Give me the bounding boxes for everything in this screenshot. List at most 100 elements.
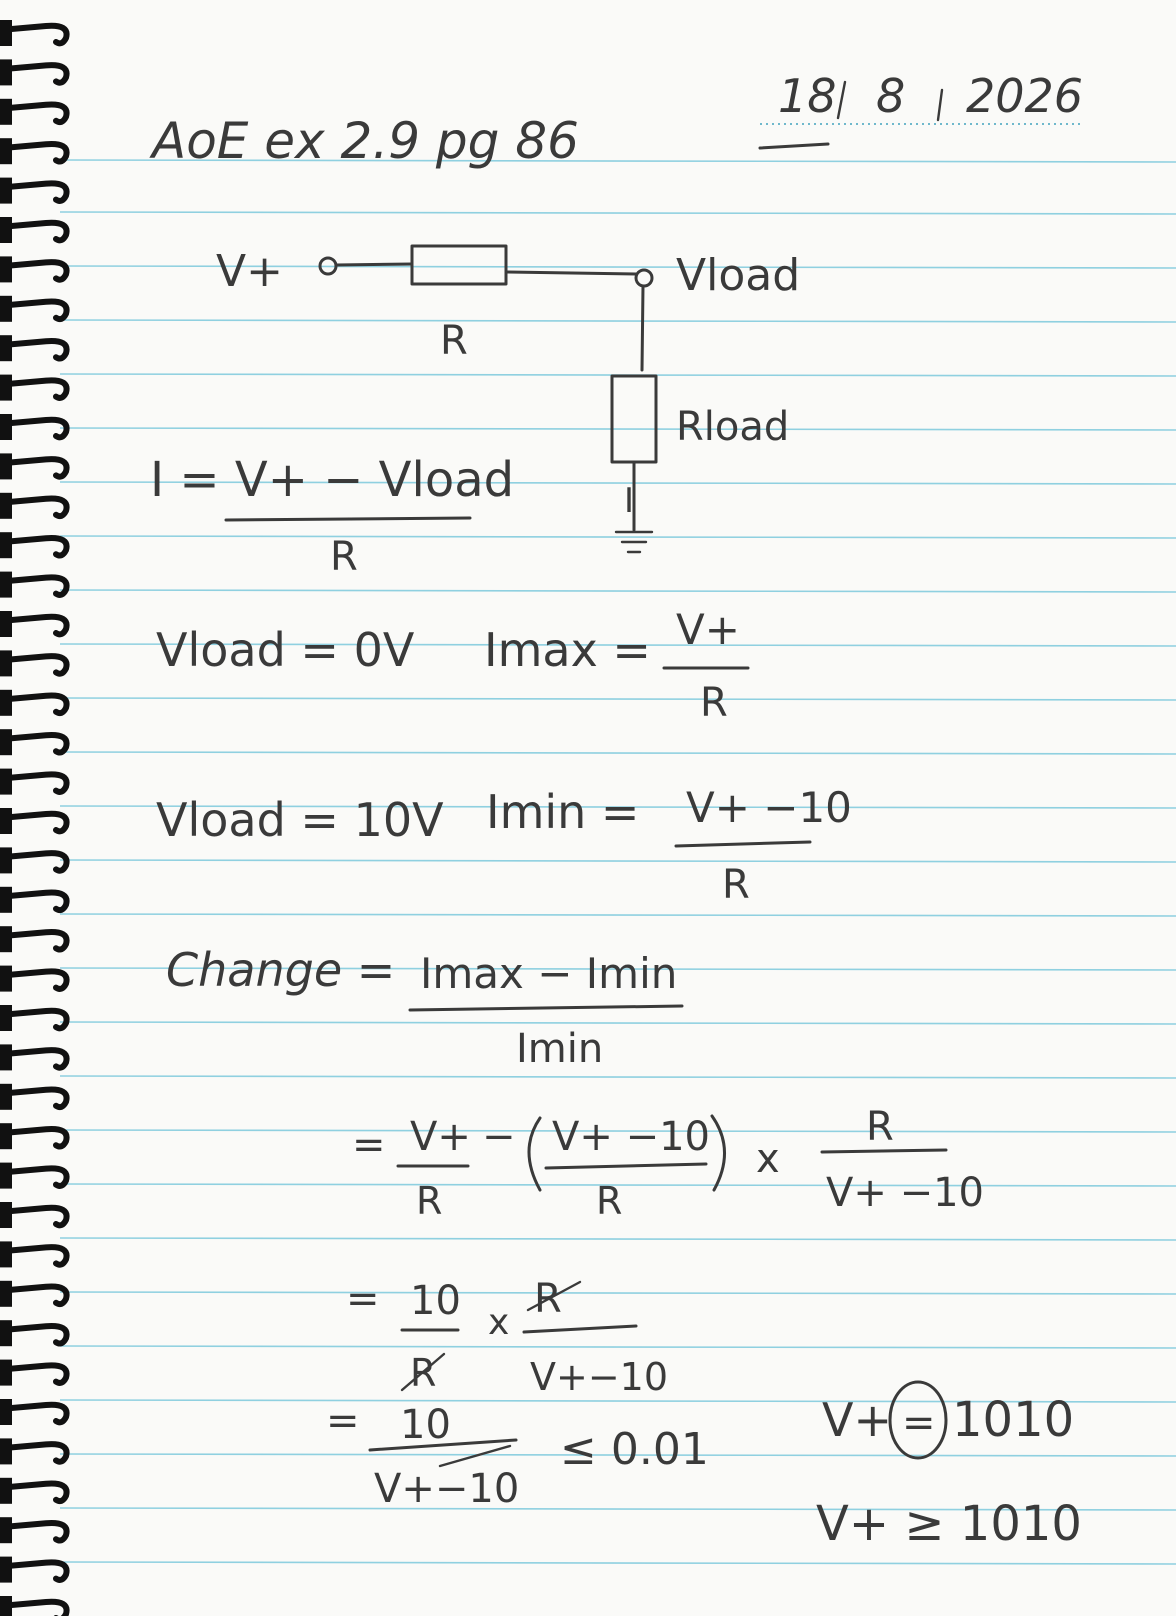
- spiral-coil: [0, 180, 70, 204]
- spiral-coil: [0, 456, 70, 480]
- spiral-coil-base: [0, 177, 12, 204]
- spiral-coil-base: [0, 689, 12, 716]
- eq5-t1-den: R: [416, 1179, 442, 1223]
- eq2-lhs: Vload = 0V: [156, 623, 415, 677]
- equation-step3: = 10 V+−10 ≤ 0.01: [326, 1398, 709, 1512]
- spiral-coil-base: [0, 1517, 12, 1544]
- page-title: AoE ex 2.9 pg 86: [149, 112, 579, 170]
- eq5-t3-den: V+ −10: [826, 1170, 984, 1216]
- result: V+ = 1010 V+ ≥ 1010: [816, 1380, 1082, 1552]
- equation-change: Change = Imax − Imin Imin: [166, 943, 684, 1072]
- spiral-coil-base: [0, 295, 12, 322]
- equation-imax: Vload = 0V Imax = V+ R: [156, 605, 750, 726]
- spiral-coil-base: [0, 374, 12, 401]
- date-year: 2026: [966, 69, 1083, 123]
- spiral-coil-base: [0, 532, 12, 559]
- eq4-den: Imin: [516, 1026, 603, 1072]
- eq5-t2-den: R: [596, 1179, 622, 1223]
- spiral-coil: [0, 416, 70, 441]
- resistor-r: [410, 244, 508, 286]
- eq4-num: Imax − Imin: [420, 949, 677, 998]
- spiral-coil: [0, 1244, 70, 1268]
- current-label: I: [624, 481, 634, 521]
- spiral-coil: [0, 298, 70, 323]
- equation-step2: = 10 R x R V+−10: [346, 1276, 668, 1399]
- spiral-coil: [0, 1047, 70, 1071]
- spiral-coil-base: [0, 650, 12, 677]
- spiral-coil: [0, 889, 70, 914]
- spiral-coil: [0, 495, 70, 520]
- eq3-name: Imin =: [486, 785, 639, 839]
- spiral-coil-base: [0, 1556, 12, 1583]
- spiral-coil: [0, 692, 70, 717]
- date-month: 8: [876, 69, 905, 123]
- spiral-coil-base: [0, 1202, 12, 1228]
- eq6-eq: =: [346, 1276, 380, 1322]
- spiral-coil: [0, 259, 70, 283]
- eq5-t1-num: V+: [410, 1114, 471, 1160]
- equation-current: I = V+ − Vload R: [150, 452, 514, 580]
- eq2-num: V+: [676, 605, 740, 654]
- spiral-coil-base: [0, 414, 12, 440]
- spiral-coil: [0, 1441, 70, 1465]
- eq1-lhs: I = V+ − Vload: [150, 452, 514, 508]
- spiral-coil-base: [0, 768, 12, 795]
- date: 18 8 2026: [758, 69, 1083, 150]
- eq3-num: V+ −10: [686, 783, 852, 832]
- spiral-coil: [0, 1401, 70, 1426]
- circuit-diagram: V+ R Vload Rload I: [216, 244, 800, 554]
- eq7-eq: =: [326, 1398, 360, 1444]
- eq7-cmp: ≤ 0.01: [560, 1424, 709, 1475]
- eq4-lhs: Change =: [166, 943, 395, 997]
- spiral-coil: [0, 101, 70, 126]
- spiral-coil: [0, 219, 70, 244]
- spiral-coil-base: [0, 1241, 12, 1268]
- spiral-coil-base: [0, 926, 12, 953]
- spiral-coil: [0, 1007, 70, 1032]
- spiral-coil: [0, 534, 70, 559]
- date-day: 18: [778, 69, 837, 123]
- spiral-coil-base: [0, 729, 12, 756]
- spiral-coil-base: [0, 335, 12, 362]
- spiral-coil-base: [0, 217, 12, 243]
- spiral-coil-base: [0, 59, 12, 86]
- spiral-coil: [0, 810, 70, 835]
- spiral-coil: [0, 1598, 70, 1616]
- spiral-coil-base: [0, 611, 12, 637]
- spiral-coil-base: [0, 1083, 12, 1110]
- spiral-coil-base: [0, 847, 12, 874]
- eq5-t2-num: V+ −10: [552, 1114, 710, 1160]
- resistor-label: R: [440, 318, 468, 364]
- eq5-eq: =: [352, 1122, 386, 1168]
- eq5-t3-num: R: [866, 1104, 894, 1150]
- equation-step1: = V+ R − V+ −10 R x R V+ −10: [352, 1104, 984, 1223]
- spiral-coil-base: [0, 1320, 12, 1347]
- spiral-coil: [0, 850, 70, 874]
- spiral-coil: [0, 968, 70, 992]
- spiral-coil-base: [0, 571, 12, 598]
- eq3-lhs: Vload = 10V: [156, 793, 444, 847]
- spiral-coil: [0, 731, 70, 756]
- spiral-coil: [0, 1559, 70, 1583]
- eq3-den: R: [722, 862, 750, 908]
- load-node-label: Vload: [676, 250, 800, 301]
- spiral-coil: [0, 1204, 70, 1229]
- source-label: V+: [216, 246, 283, 297]
- spiral-coil-base: [0, 98, 12, 125]
- spiral-coil-base: [0, 1399, 12, 1425]
- spiral-coil: [0, 62, 70, 86]
- spiral-coil-base: [0, 886, 12, 913]
- spiral-coil: [0, 653, 70, 677]
- spiral-coil: [0, 1362, 70, 1386]
- spiral-binding: [0, 20, 70, 1616]
- spiral-coil-base: [0, 138, 12, 165]
- spiral-coil: [0, 1480, 70, 1505]
- eq1-den: R: [330, 534, 358, 580]
- spiral-coil: [0, 377, 70, 401]
- spiral-coil: [0, 928, 70, 953]
- spiral-coil-base: [0, 1123, 12, 1150]
- spiral-coil: [0, 771, 70, 795]
- spiral-coil-base: [0, 1005, 12, 1031]
- load-resistor-label: Rload: [676, 404, 789, 450]
